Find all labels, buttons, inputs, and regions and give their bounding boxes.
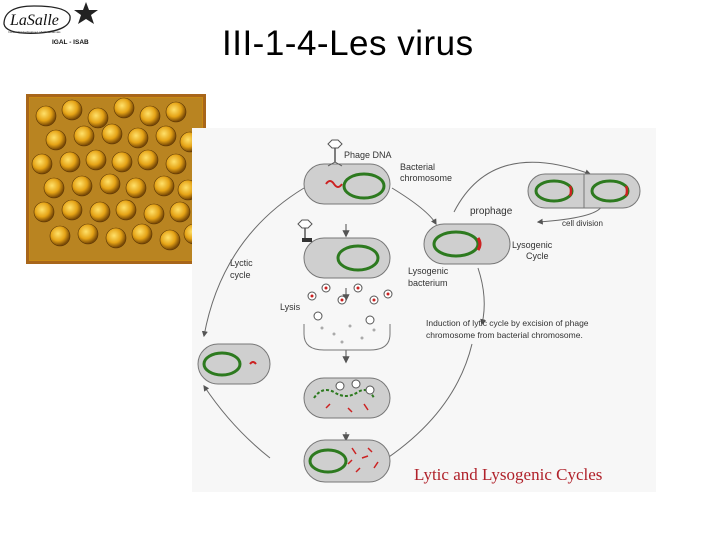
virion [105, 227, 127, 249]
virion [137, 149, 159, 171]
virion [113, 97, 135, 119]
virion [89, 201, 111, 223]
diagram-caption: Lytic and Lysogenic Cycles [414, 465, 602, 484]
lasalle-logo: LaSalle Institut Polytechnique LaSalle B… [3, 2, 98, 46]
prophage-label: prophage [470, 206, 513, 217]
virion [59, 151, 81, 173]
virion [85, 149, 107, 171]
virion [165, 101, 187, 123]
virion [159, 229, 181, 251]
left-cell [197, 343, 271, 385]
virion [111, 151, 133, 173]
lysis-cell [303, 283, 393, 351]
lyctic-cycle-label: Lyctic [230, 258, 253, 268]
lysogenic-bacterium-cell [423, 223, 511, 265]
replicating-cell [297, 219, 391, 279]
virion [153, 175, 175, 197]
virion [125, 177, 147, 199]
lytic-lysogenic-diagram: Phage DNA Bacterial chromosome [192, 128, 656, 492]
svg-text:LaSalle: LaSalle [9, 12, 59, 29]
virion [71, 175, 93, 197]
star-icon [74, 2, 98, 24]
assembly-cell [303, 377, 391, 419]
virion [169, 201, 191, 223]
lyctic-cycle-label-2: cycle [230, 270, 251, 280]
virion [31, 153, 53, 175]
virion [155, 125, 177, 147]
virion [87, 107, 109, 129]
lysogenic-cycle-label: Lysogenic [512, 240, 553, 250]
virion [143, 203, 165, 225]
page-title: III-1-4-Les virus [222, 24, 474, 63]
dividing-cell [527, 173, 641, 209]
virion [43, 177, 65, 199]
virion [73, 125, 95, 147]
phage-dna-copies-cell [303, 439, 391, 483]
bacterial-chromosome-label-2: chromosome [400, 173, 452, 183]
virion [127, 127, 149, 149]
virion [115, 199, 137, 221]
cell-division-label: cell division [562, 219, 603, 228]
phage-icon [327, 139, 343, 167]
virion [33, 201, 55, 223]
svg-text:Institut Polytechnique LaSalle: Institut Polytechnique LaSalle Beauvais [8, 30, 61, 34]
lysogenic-bacterium-label: Lysogenic [408, 266, 449, 276]
virion [165, 153, 187, 175]
virus-micrograph [26, 94, 206, 264]
virion [45, 129, 67, 151]
virion [61, 99, 83, 121]
bacterial-chromosome-label: Bacterial [400, 162, 435, 172]
virion [61, 199, 83, 221]
infected-cell [303, 139, 391, 205]
lysogenic-cycle-label-2: Cycle [526, 251, 549, 261]
induction-label-2: chromosome from bacterial chromosome. [426, 330, 583, 340]
virion [35, 105, 57, 127]
virion [139, 105, 161, 127]
virion [77, 223, 99, 245]
phage-icon [297, 219, 313, 242]
virion [101, 123, 123, 145]
induction-label: Induction of lytic cycle by excision of … [426, 318, 589, 328]
logo-tagline: IGAL - ISAB [52, 39, 89, 46]
virion [99, 173, 121, 195]
virion [49, 225, 71, 247]
virion [131, 223, 153, 245]
lysogenic-bacterium-label-2: bacterium [408, 278, 448, 288]
phage-dna-label: Phage DNA [344, 150, 392, 160]
lysis-label: Lysis [280, 302, 301, 312]
